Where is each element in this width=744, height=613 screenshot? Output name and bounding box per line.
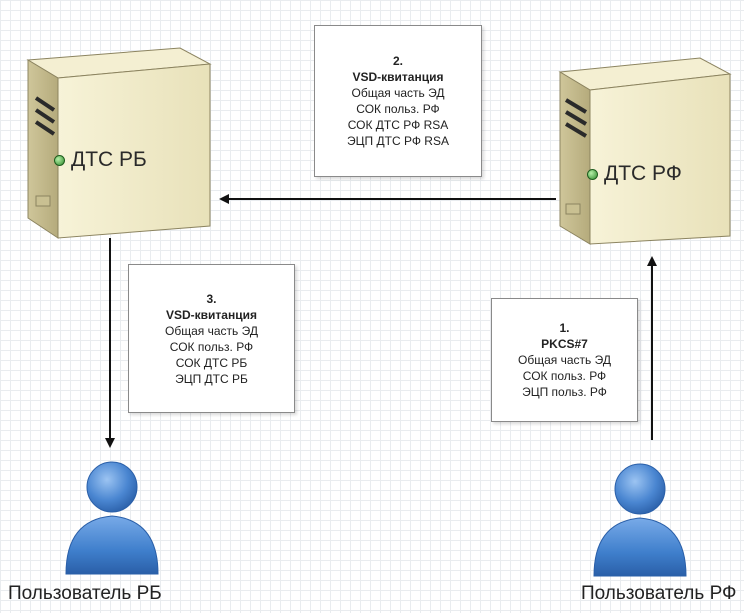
message-title: VSD-квитанция [352, 70, 444, 84]
message-line: Общая часть ЭД [351, 86, 445, 100]
message-line: СОК польз. РФ [169, 339, 254, 354]
user-right-icon [593, 463, 687, 577]
status-led-icon [54, 154, 65, 166]
message-box-step2: 2. VSD-квитанция Общая часть ЭД СОК поль… [314, 25, 482, 177]
user-right-label: Пользователь РФ [581, 583, 737, 604]
server-right-label: ДТС РФ [587, 162, 682, 186]
message-line: СОК польз. РФ [522, 369, 607, 383]
server-right-name: ДТС РФ [604, 162, 682, 185]
user-left-icon [65, 461, 159, 575]
message-title: VSD-квитанция [166, 307, 257, 322]
server-right-icon [558, 57, 732, 245]
message-line: Общая часть ЭД [518, 353, 611, 367]
message-box-step1: 1. PKCS#7 Общая часть ЭД СОК польз. РФ Э… [491, 298, 638, 422]
user-left-label: Пользователь РБ [8, 583, 162, 604]
status-led-icon [587, 168, 598, 180]
message-title: PKCS#7 [541, 337, 588, 351]
message-line: ЭЦП ДТС РФ RSA [347, 134, 449, 148]
message-line: ЭЦП ДТС РБ [175, 371, 248, 386]
message-line: СОК ДТС РФ RSA [347, 118, 449, 132]
server-left-icon [26, 47, 212, 239]
message-line: СОК ДТС РБ [175, 355, 248, 370]
message-line: ЭЦП польз. РФ [522, 385, 607, 399]
server-left-name: ДТС РБ [71, 148, 147, 171]
message-line: Общая часть ЭД [165, 323, 258, 338]
server-left-label: ДТС РБ [54, 148, 147, 172]
step-number: 3. [206, 291, 217, 306]
step-number: 2. [392, 54, 403, 68]
step-number: 1. [559, 321, 570, 335]
message-line: СОК польз. РФ [356, 102, 440, 116]
message-box-step3: 3. VSD-квитанция Общая часть ЭД СОК поль… [128, 264, 295, 413]
